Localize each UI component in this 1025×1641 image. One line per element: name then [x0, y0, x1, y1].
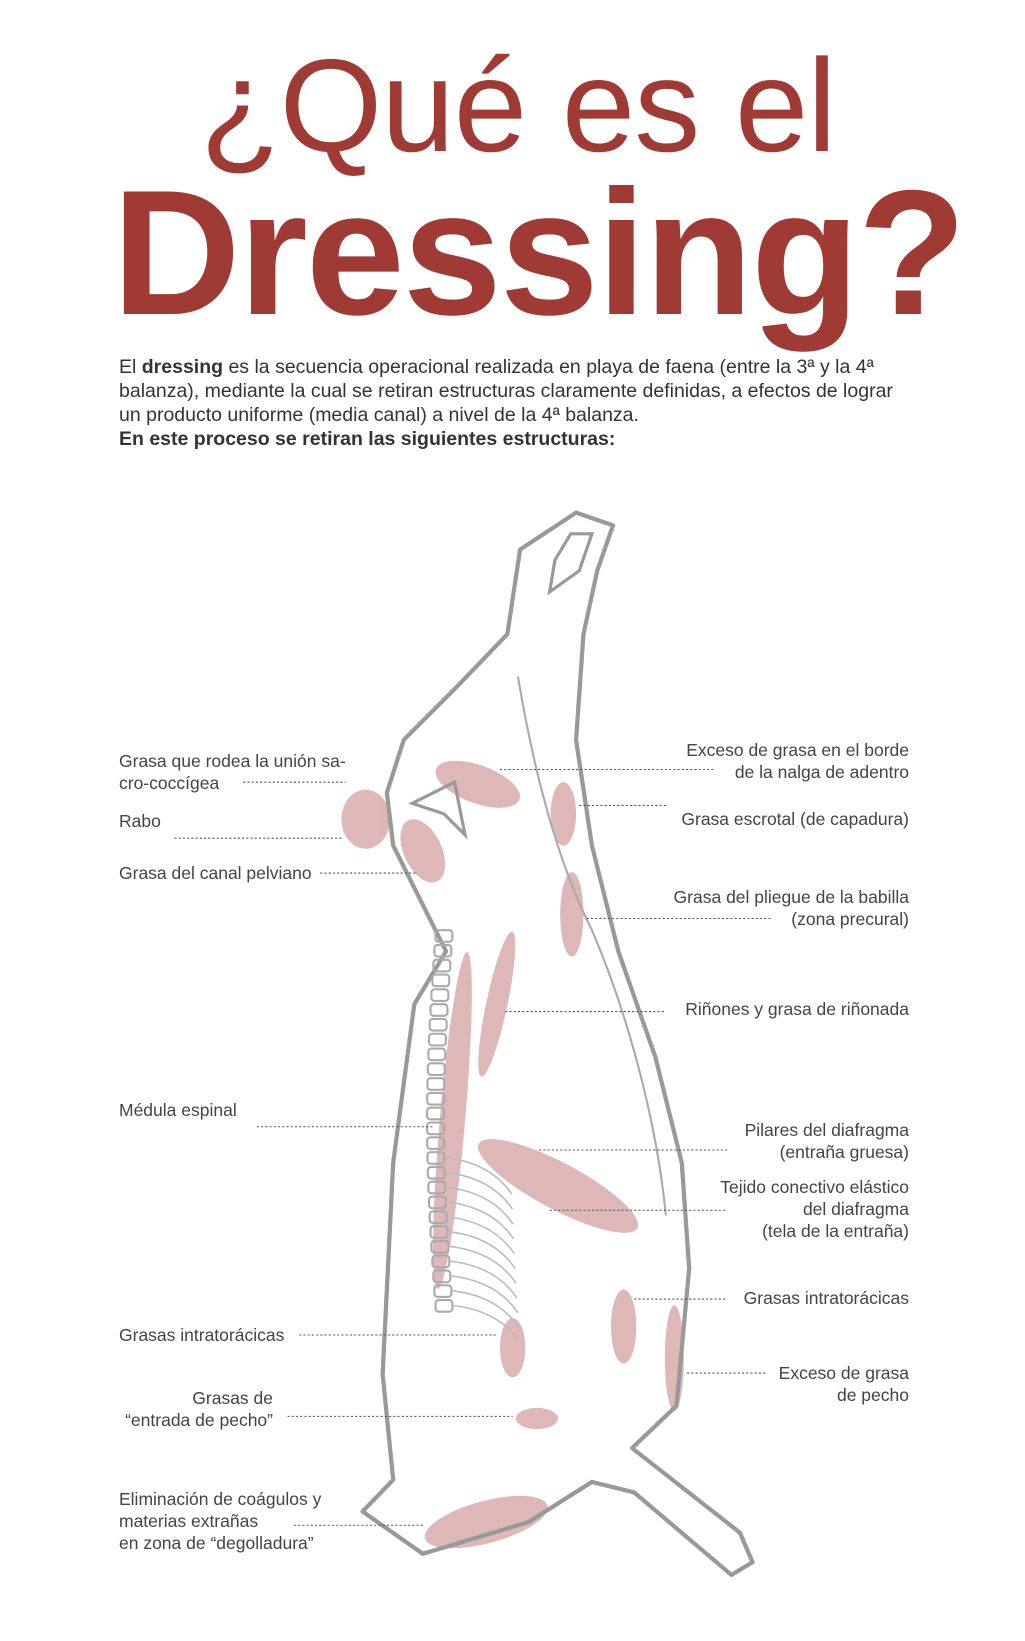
label-babilla: Grasa del pliegue de la babilla(zona pre…: [673, 887, 909, 929]
vertebra: [432, 958, 452, 973]
vertebra: [428, 1017, 448, 1032]
rib: [451, 1289, 520, 1329]
highlight-canal-pelviano: [400, 819, 446, 883]
leader-lines: [174, 768, 772, 1526]
vertebra: [430, 988, 450, 1003]
vertebra: [426, 1062, 446, 1077]
label-entrada-pecho: Grasas de“entrada de pecho”: [125, 1388, 273, 1430]
rib: [444, 1171, 514, 1210]
rib: [450, 1275, 519, 1314]
hock-hole: [547, 532, 595, 596]
vertebra: [427, 1032, 447, 1047]
highlight-diafragma: [478, 1139, 639, 1233]
inner-line: [516, 676, 667, 1216]
vertebra: [433, 943, 453, 958]
label-grasa-sacro-coccigea: Grasa que rodea la unión sa-cro-coccígea: [119, 751, 346, 793]
label-canal-pelviano: Grasa del canal pelviano: [119, 863, 312, 883]
vertebra: [426, 1136, 446, 1151]
vertebra: [426, 1077, 446, 1091]
label-medula-espinal: Médula espinal: [119, 1100, 237, 1120]
vertebra: [434, 929, 454, 943]
highlight-babilla: [560, 872, 584, 957]
highlight-intratoracicas-left: [499, 1318, 526, 1378]
label-rinonada: Riñones y grasa de riñonada: [685, 999, 909, 1019]
highlight-escrotal: [550, 782, 577, 846]
highlight-degolladura: [424, 1495, 548, 1549]
vertebra: [425, 1106, 446, 1121]
intro-prefix: El: [119, 356, 142, 378]
title-line-2: Dressing?: [112, 153, 966, 352]
highlight-regions: [341, 760, 684, 1549]
title-line-1: ¿Qué es el: [200, 32, 837, 179]
rib: [447, 1230, 516, 1269]
vertebra: [429, 1003, 449, 1017]
highlight-rinonada: [478, 931, 516, 1077]
rib: [449, 1260, 518, 1299]
label-pilares-diafragma: Pilares del diafragma(entraña gruesa): [744, 1120, 909, 1162]
vertebra: [425, 1121, 446, 1136]
highlight-rabo: [341, 789, 391, 849]
intro-subheading: En este proceso se retiran las siguiente…: [119, 428, 616, 450]
carcass-outline: [360, 510, 755, 1578]
highlight-intratoracicas-right: [610, 1289, 637, 1364]
rib: [446, 1215, 515, 1255]
vertebra: [426, 1091, 446, 1106]
rib: [444, 1156, 513, 1195]
label-intratoracicas-right: Grasas intratorácicas: [743, 1288, 909, 1308]
vertebra: [431, 973, 451, 988]
label-escrotal: Grasa escrotal (de capadura): [681, 809, 909, 829]
label-rabo: Rabo: [119, 811, 161, 831]
highlight-medula: [432, 951, 472, 1289]
pelvis-bone: [408, 779, 468, 840]
vertebra: [427, 1047, 447, 1062]
intro-paragraph: El dressing es la secuencia operacional …: [119, 355, 919, 451]
rib: [448, 1245, 517, 1284]
label-intratoracicas-left: Grasas intratorácicas: [119, 1325, 285, 1345]
vertebra: [434, 1299, 454, 1313]
highlight-nalga: [435, 760, 520, 808]
highlight-entrada-pecho: [515, 1407, 559, 1430]
rib: [452, 1304, 521, 1343]
intro-text: es la secuencia operacional realizada en…: [119, 356, 893, 426]
rib: [445, 1201, 515, 1240]
rib: [445, 1186, 514, 1225]
ribs: [444, 1156, 521, 1343]
intro-bold-word: dressing: [141, 356, 224, 378]
